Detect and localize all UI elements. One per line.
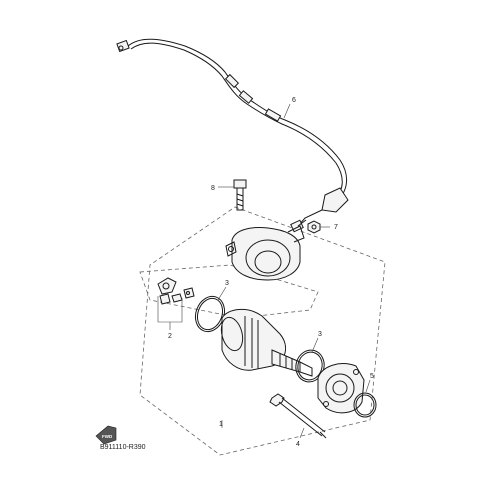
callout-7: 7 xyxy=(334,224,338,231)
fwd-label: FWD xyxy=(102,434,113,439)
callout-6: 6 xyxy=(292,97,296,104)
callout-8: 8 xyxy=(211,185,215,192)
leader-lines xyxy=(157,103,371,439)
callout-3-right: 3 xyxy=(318,331,322,338)
motor-armature xyxy=(220,309,313,377)
callouts: 6 8 7 3 2 3 5 1 4 xyxy=(168,97,374,448)
starter-cable xyxy=(116,38,349,233)
rear-cover xyxy=(317,363,365,414)
fwd-arrow-icon: FWD xyxy=(95,425,117,445)
callout-4: 4 xyxy=(296,441,300,448)
callout-5: 5 xyxy=(370,373,374,380)
bolt-upper xyxy=(233,179,247,211)
front-cover xyxy=(225,219,307,281)
terminal-nut xyxy=(307,220,321,234)
through-bolt xyxy=(269,393,327,439)
callout-1: 1 xyxy=(219,421,223,428)
callout-2: 2 xyxy=(168,333,172,340)
assembly-boundary xyxy=(139,206,386,456)
callout-3-left: 3 xyxy=(225,280,229,287)
brush-holder-boundary xyxy=(139,264,319,319)
diagram-code: B911110-R390 xyxy=(100,444,146,451)
o-ring-small xyxy=(353,392,377,418)
brush-parts xyxy=(157,277,195,305)
